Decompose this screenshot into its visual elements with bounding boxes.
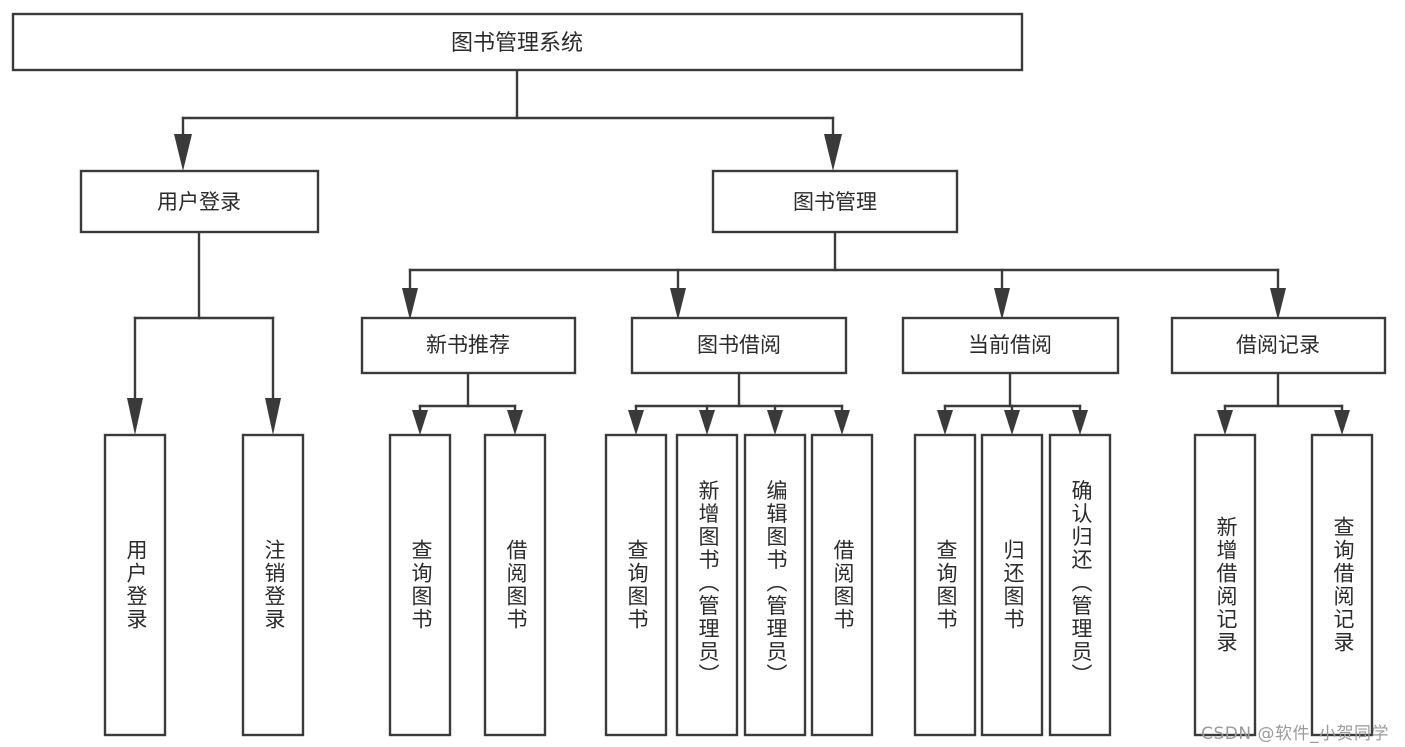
node-label-user-login: 用户登录 [157,190,241,214]
leaf-label-user-login-2: 注销登录 [262,539,286,631]
connector-group-borrow-records [1217,371,1350,435]
node-label-new-book-recommend: 新书推荐 [426,333,510,357]
leaf-box-user-login-2[interactable] [241,433,305,737]
leaf-label-current-borrow-1: 查询图书 [934,539,958,631]
node-new-book-recommend[interactable]: 新书推荐 [360,316,577,375]
arrow-head-icon [265,398,281,435]
leaf-box-new-book-2[interactable] [483,433,547,737]
leaf-box-book-borrow-1[interactable] [604,433,668,737]
leaf-box-current-borrow-3[interactable] [1048,433,1112,737]
node-user-login[interactable]: 用户登录 [79,169,320,234]
leaf-node[interactable]: 借阅图书 [810,433,874,737]
arrow-head-icon [1004,410,1020,435]
arrow-head-icon [127,398,143,435]
leaf-label-current-borrow-3: 确认归还（管理员） [1069,480,1093,687]
arrow-head-icon [834,410,850,435]
arrow-head-icon [1270,288,1286,320]
connector-group-user-login [127,230,281,435]
leaf-box-current-borrow-1[interactable] [913,433,977,737]
leaf-node[interactable]: 新增图书（管理员） [675,433,739,737]
leaf-box-current-borrow-2[interactable] [980,433,1044,737]
node-box-root[interactable] [11,12,1024,72]
node-book-manage[interactable]: 图书管理 [711,169,959,234]
connector-group-new-book [412,371,523,435]
node-label-book-manage: 图书管理 [793,190,877,214]
node-current-borrow[interactable]: 当前借阅 [901,316,1120,375]
node-root-system[interactable]: 图书管理系统 [11,12,1024,72]
node-label-book-borrow: 图书借阅 [697,333,781,357]
leaf-box-user-login-1[interactable] [103,433,167,737]
arrow-head-icon [628,410,644,435]
leaf-label-user-login-1: 用户登录 [124,539,148,631]
leaf-label-borrow-records-1: 新增借阅记录 [1214,516,1238,654]
leaf-box-new-book-1[interactable] [388,433,452,737]
node-label-root: 图书管理系统 [451,31,583,56]
leaf-node[interactable]: 注销登录 [241,433,305,737]
leaf-node[interactable]: 确认归还（管理员） [1048,433,1112,737]
node-book-borrow[interactable]: 图书借阅 [630,316,848,375]
node-box-user-login[interactable] [79,169,320,234]
connector-group-root [174,68,842,171]
node-box-book-borrow[interactable] [630,316,848,375]
arrow-head-icon [937,410,953,435]
node-box-current-borrow[interactable] [901,316,1120,375]
node-borrow-records[interactable]: 借阅记录 [1170,316,1387,375]
leaf-box-book-borrow-2[interactable] [675,433,739,737]
leaf-box-book-borrow-3[interactable] [743,433,807,737]
leaf-node[interactable]: 新增借阅记录 [1193,433,1257,737]
leaf-label-new-book-1: 查询图书 [409,539,433,631]
leaf-node[interactable]: 查询图书 [913,433,977,737]
node-box-book-manage[interactable] [711,169,959,234]
node-label-current-borrow: 当前借阅 [968,333,1052,357]
arrow-head-icon [507,410,523,435]
arrow-head-icon [1072,410,1088,435]
leaf-label-book-borrow-4: 借阅图书 [831,539,855,631]
leaf-node[interactable]: 编辑图书（管理员） [743,433,807,737]
arrow-head-icon [174,134,192,171]
arrow-head-icon [994,288,1010,320]
leaf-box-book-borrow-4[interactable] [810,433,874,737]
leaf-node[interactable]: 查询借阅记录 [1310,433,1374,737]
leaf-label-book-borrow-3: 编辑图书（管理员） [764,480,788,687]
arrow-head-icon [670,288,686,320]
leaf-box-borrow-records-2[interactable] [1310,433,1374,737]
arrow-head-icon [1334,410,1350,435]
node-box-borrow-records[interactable] [1170,316,1387,375]
leaf-node[interactable]: 查询图书 [604,433,668,737]
leaf-label-book-borrow-1: 查询图书 [625,539,649,631]
leaf-label-current-borrow-2: 归还图书 [1001,539,1025,631]
arrow-head-icon [402,288,418,320]
connector-group-book-manage [402,230,1286,320]
node-label-borrow-records: 借阅记录 [1236,333,1320,357]
arrow-head-icon [1217,410,1233,435]
leaf-node[interactable]: 查询图书 [388,433,452,737]
leaf-label-book-borrow-2: 新增图书（管理员） [696,480,720,687]
node-box-new-book-recommend[interactable] [360,316,577,375]
arrow-head-icon [412,410,428,435]
connector-group-book-borrow [628,371,850,435]
arrow-head-icon [824,134,842,171]
leaf-node[interactable]: 借阅图书 [483,433,547,737]
leaf-label-borrow-records-2: 查询借阅记录 [1331,516,1355,654]
arrow-head-icon [699,410,715,435]
connector-group-current-borrow [937,371,1088,435]
leaf-node[interactable]: 归还图书 [980,433,1044,737]
leaf-label-new-book-2: 借阅图书 [504,539,528,631]
arrow-head-icon [767,410,783,435]
leaf-node[interactable]: 用户登录 [103,433,167,737]
leaf-box-borrow-records-1[interactable] [1193,433,1257,737]
